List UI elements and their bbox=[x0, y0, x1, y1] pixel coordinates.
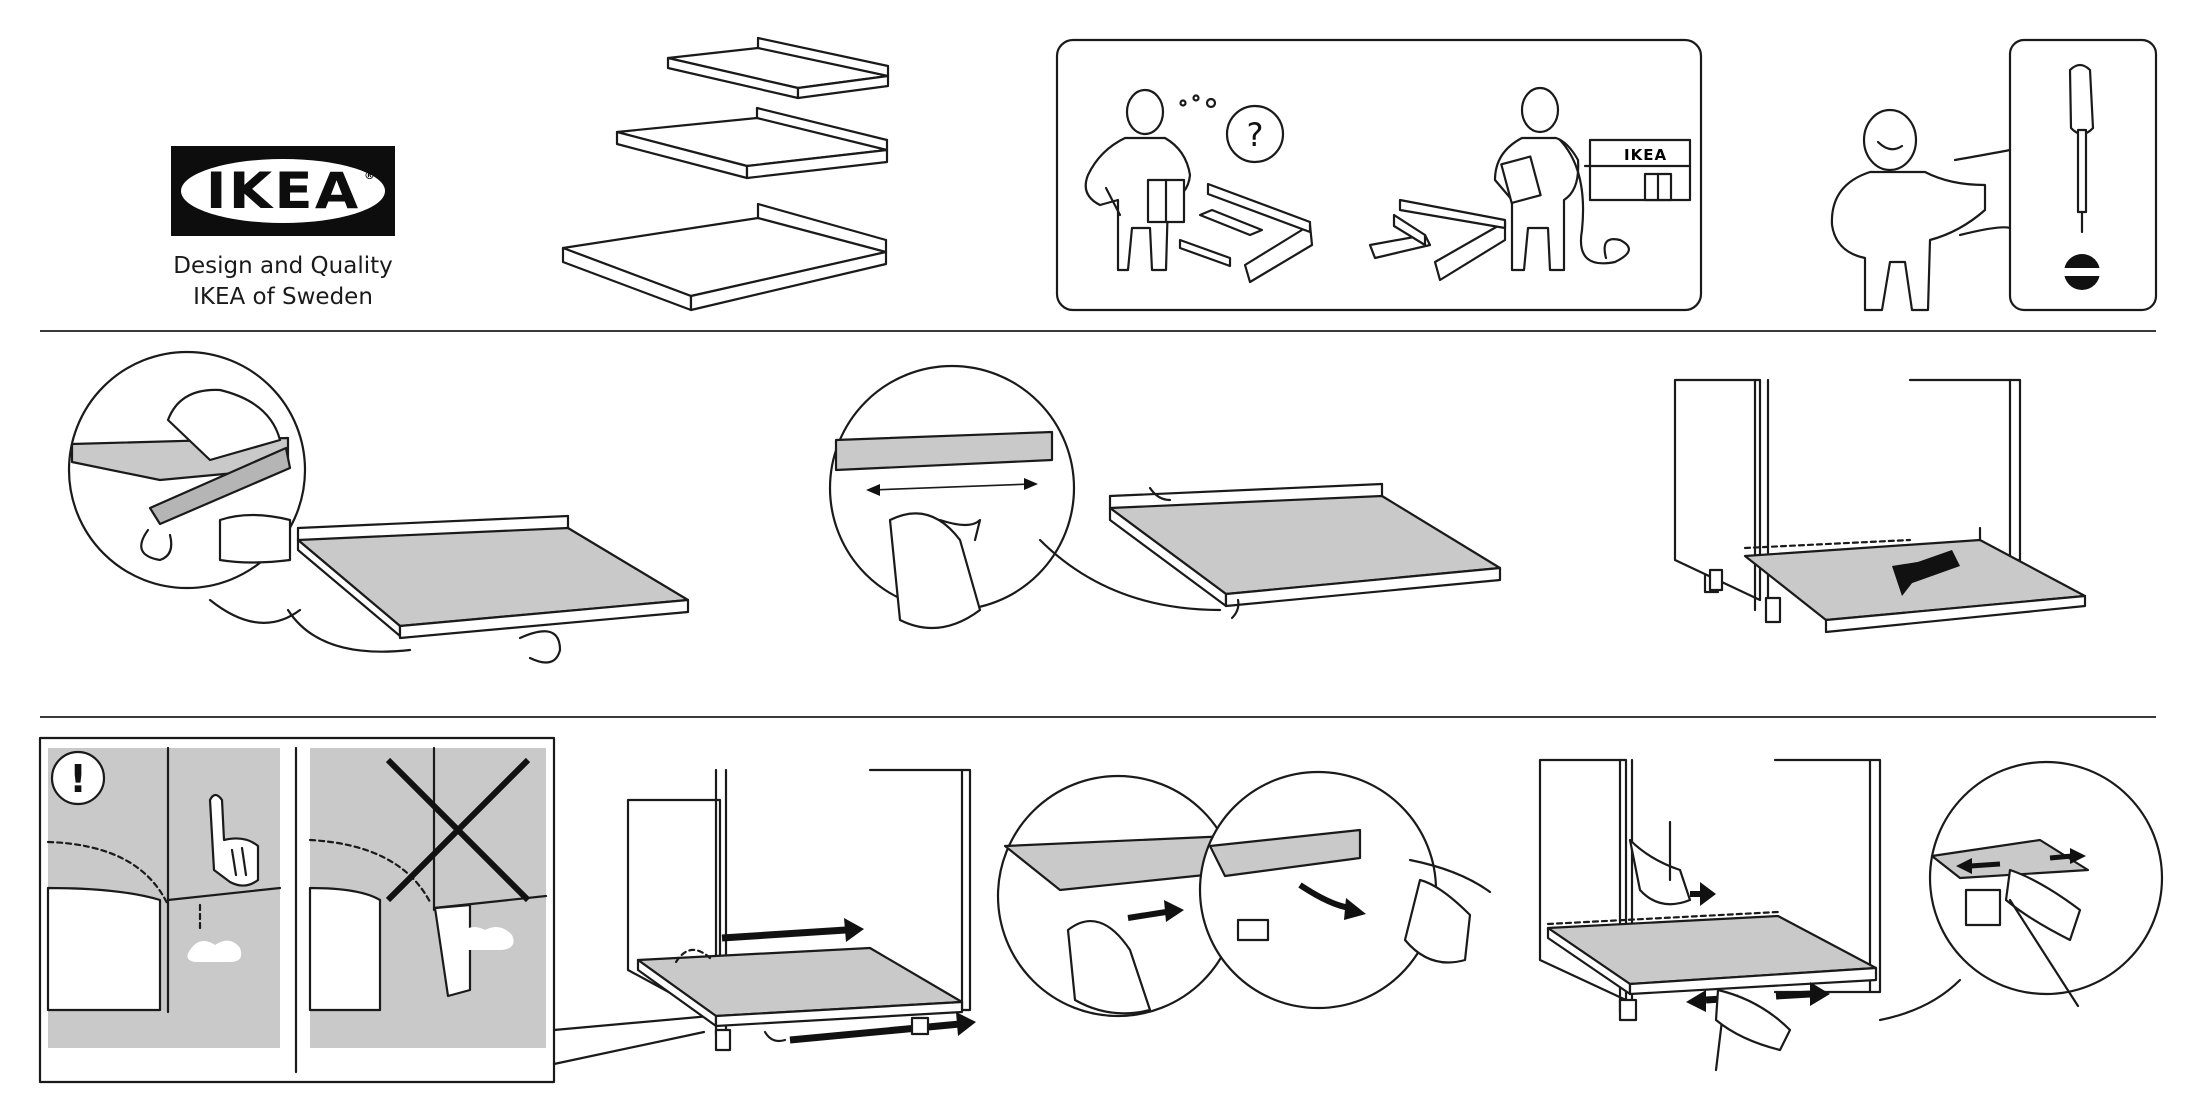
cabinet-shelf-insert bbox=[628, 770, 976, 1050]
detail-circle-side bbox=[1200, 772, 1490, 1008]
exclamation-icon: ! bbox=[69, 757, 86, 801]
cabinet-leg-adjust bbox=[1540, 760, 1880, 1070]
detail-circle-leg bbox=[1880, 762, 2162, 1020]
arrow-top bbox=[722, 918, 864, 942]
arrow-upper-right bbox=[1690, 882, 1716, 906]
warning-box: ! bbox=[40, 738, 710, 1082]
